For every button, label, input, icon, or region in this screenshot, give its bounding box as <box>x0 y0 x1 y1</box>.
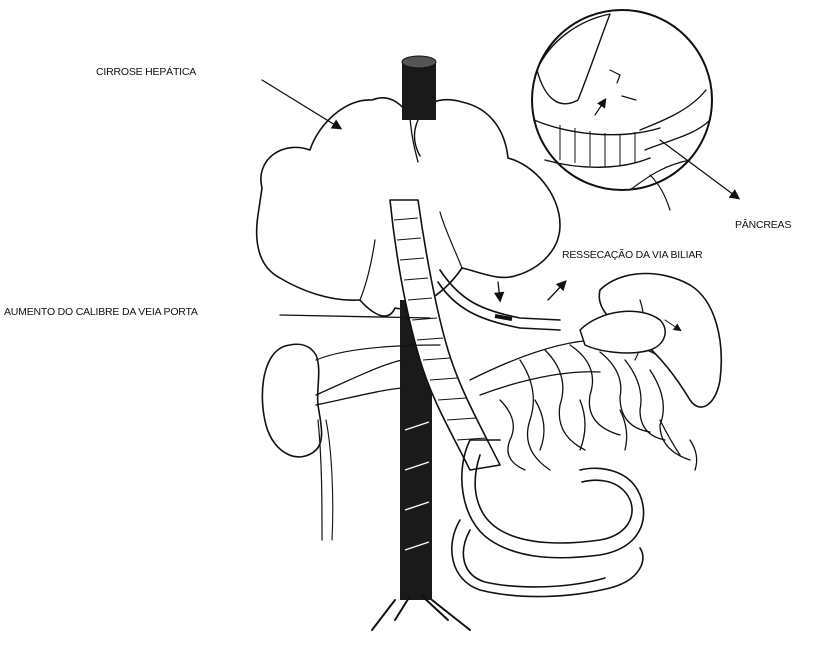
iliac-bifurcation <box>372 596 470 630</box>
pancreas-shape <box>580 311 665 353</box>
label-cirrose-hepatica: CIRROSE HEPÁTICA <box>96 65 196 78</box>
label-resseccao-via-biliar: RESSECAÇÃO DA VIA BILIAR <box>562 248 703 261</box>
label-pancreas: PÂNCREAS <box>735 218 791 231</box>
bile-duct <box>438 270 565 330</box>
label-aumento-calibre-veia-porta: AUMENTO DO CALIBRE DA VEIA PORTA <box>4 306 198 318</box>
magnified-inset <box>532 10 712 210</box>
